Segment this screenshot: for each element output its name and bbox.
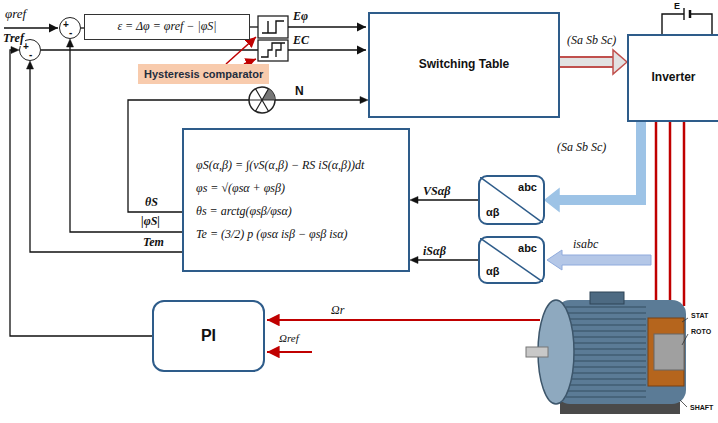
- phase-wires: [656, 122, 684, 306]
- transform-box: abc αβ: [478, 175, 545, 225]
- torque-error-wire: [41, 49, 258, 50]
- equation-text: φS(α,β) = ∫(vS(α,β) − RS iS(α,β))dt: [196, 154, 364, 177]
- bus-arrow-outline: [560, 56, 615, 68]
- bus-arrow-fill: [560, 58, 615, 66]
- induction-motor: [526, 292, 688, 414]
- source-name: E: [673, 1, 681, 11]
- error-equation-box: ε = Δφ = φref − |φS|: [84, 14, 250, 40]
- switching-table-box: Switching Table: [368, 12, 560, 118]
- signal-name: (Sa Sb Sc): [566, 33, 617, 48]
- summing-junction: +-: [59, 17, 81, 39]
- arrowheads: [613, 50, 627, 74]
- node-text: abc: [518, 181, 537, 194]
- sign-mark: -: [69, 28, 72, 38]
- error-wire: [250, 26, 258, 27]
- signal-name: Eφ: [292, 9, 309, 24]
- signal-line-path: [417, 259, 478, 260]
- signal-name: Ωr: [330, 303, 345, 318]
- node-text: ε = Δφ = φref − |φS|: [117, 20, 216, 34]
- node-text: abc: [518, 242, 537, 255]
- callout-box: Hysteresis comparator: [138, 64, 269, 84]
- hysteresis-comparator: [258, 16, 288, 38]
- transform-box: abc αβ: [478, 236, 545, 284]
- signal-name: VSαβ: [422, 184, 451, 199]
- hysteresis-loop: [262, 21, 284, 33]
- arrowhead: [545, 189, 559, 211]
- reference-wire: [4, 27, 58, 28]
- part-name: STAT: [690, 312, 709, 319]
- arrowheads: [410, 197, 418, 204]
- arrowheads: [27, 61, 34, 69]
- equation-text: Te = (3/2) p (φsα isβ − φsβ isα): [196, 223, 348, 246]
- arrowhead: [410, 197, 418, 204]
- signal-line: [27, 61, 183, 252]
- arrowhead: [27, 61, 34, 69]
- arrowhead: [67, 39, 74, 47]
- pointer-arrow: [226, 37, 256, 64]
- signal-name: φref: [4, 6, 27, 22]
- dc-source: [662, 8, 712, 34]
- arrowheads: [410, 257, 418, 264]
- node-text: Hysteresis comparator: [144, 68, 263, 81]
- sign-mark: -: [29, 50, 32, 60]
- signal-name: EC: [292, 33, 310, 48]
- sector-icon: [249, 87, 275, 113]
- speed-reference-wire: [267, 351, 312, 353]
- sign-mark: +: [63, 20, 69, 30]
- bus-arrow-fill: [558, 122, 642, 200]
- signal-name: θS: [144, 195, 159, 210]
- signal-line: [10, 47, 152, 337]
- signal-line-path: [417, 199, 478, 200]
- arrowheads: [67, 39, 74, 47]
- signal-line-path: [30, 68, 182, 252]
- current-arrow: [547, 250, 651, 270]
- inverter-box: Inverter: [627, 34, 718, 122]
- node-text: PI: [201, 327, 216, 345]
- signal-name: Tref: [2, 31, 25, 46]
- speed-wire: [267, 319, 540, 321]
- part-name: SHAFT: [689, 404, 714, 411]
- bus-arrow: [545, 122, 641, 211]
- estimator-box: φS(α,β) = ∫(vS(α,β) − RS iS(α,β))dtφs = …: [182, 128, 410, 272]
- signal-name: N: [294, 84, 305, 98]
- signal-name: Ωref: [278, 332, 300, 344]
- arrowhead: [410, 257, 418, 264]
- arrowhead: [360, 97, 368, 104]
- hysteresis-loop: [261, 43, 285, 57]
- arrowheads: [360, 97, 368, 104]
- arrowheads: [545, 189, 559, 211]
- pi-controller-box: PI: [152, 300, 265, 372]
- arrowheads: [11, 47, 19, 54]
- arrowhead: [11, 47, 19, 54]
- arrowhead: [613, 50, 627, 74]
- part-name: ROTO: [690, 328, 712, 335]
- signal-line-path: [10, 50, 152, 336]
- torque-output-wire: [288, 49, 366, 50]
- hysteresis-comparator: [258, 40, 288, 61]
- node-text: Inverter: [651, 71, 695, 85]
- equation-text: φs = √(φsα + φsβ): [196, 177, 285, 200]
- signal-name: isabc: [572, 237, 599, 252]
- flux-output-wire: [288, 26, 366, 27]
- node-text: αβ: [486, 265, 499, 278]
- bus-arrow-outline: [558, 122, 642, 200]
- bus-arrow: [560, 50, 627, 74]
- signal-name: (Sa Sb Sc): [556, 140, 607, 155]
- signal-name: Tem: [142, 235, 165, 250]
- signal-name: iSαβ: [422, 244, 447, 259]
- node-text: Switching Table: [419, 58, 509, 72]
- node-text: αβ: [486, 206, 499, 219]
- signal-name: |φS|: [140, 214, 161, 229]
- equation-text: θs = arctg(φsβ/φsα): [196, 200, 292, 223]
